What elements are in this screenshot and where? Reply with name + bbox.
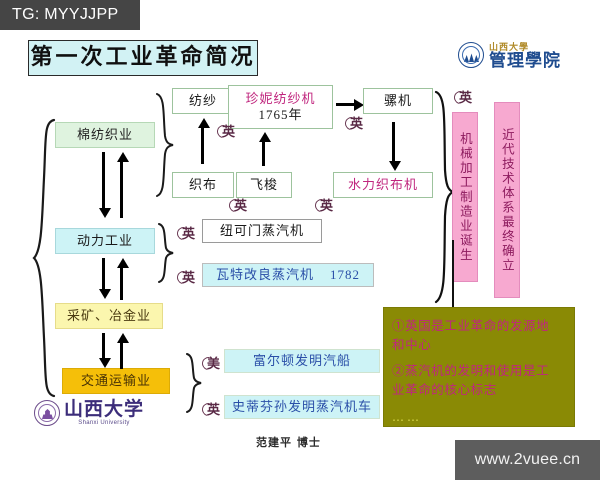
sector-mining: 采矿、冶金业 xyxy=(55,303,163,329)
conclusion-line-4: 业革命的核心标志 xyxy=(392,382,497,398)
arrow-mining-to-power xyxy=(120,266,123,300)
watt-engine-label: 瓦特改良蒸汽机 xyxy=(215,266,314,282)
arrow-weave-to-spin xyxy=(201,126,204,164)
sector-power: 动力工业 xyxy=(55,228,155,254)
stephenson-label: 史蒂芬孙发明蒸汽机车 xyxy=(231,398,372,414)
arrow-head-down-1 xyxy=(99,208,111,218)
box-spinning-jenny: 珍妮纺纱机 1765年 xyxy=(228,85,333,129)
shanxi-seal-icon xyxy=(34,400,60,426)
tag-strip: TG: MYYJJPP xyxy=(0,0,140,30)
box-water-loom: 水力织布机 xyxy=(333,172,433,198)
country-mark-shuttle: 英 xyxy=(234,199,248,214)
arrow-power-to-mining xyxy=(102,258,105,292)
arrow-head-up-5 xyxy=(259,132,271,142)
fulton-label: 富尔顿发明汽船 xyxy=(252,352,351,368)
arrow-head-up-3 xyxy=(117,333,129,343)
shanxi-university-cn: 山西大学 xyxy=(64,398,145,420)
arrow-shuttle-to-jenny xyxy=(262,140,265,166)
management-seal-icon xyxy=(458,42,484,68)
watermark: www.2vuee.cn xyxy=(455,440,600,480)
page-title: 第一次工业革命简况 xyxy=(28,40,258,76)
management-school-name: 管理學院 xyxy=(489,51,561,71)
box-watt-engine: 瓦特改良蒸汽机 1782 xyxy=(202,263,374,287)
shanxi-university-en: Shanxi University xyxy=(78,420,130,426)
brace-sectors-outer xyxy=(30,118,56,398)
spinning-jenny-name: 珍妮纺纱机 xyxy=(245,90,316,106)
country-mark-mule: 英 xyxy=(350,117,364,132)
arrow-head-right-1 xyxy=(354,99,364,111)
brace-power-branch xyxy=(157,222,175,284)
country-mark-newcomen: 英 xyxy=(182,227,196,242)
box-fulton-steamship: 富尔顿发明汽船 xyxy=(224,349,380,373)
arrow-cotton-to-power xyxy=(102,152,105,210)
outcome-machinery: 机械加工制造业诞生 xyxy=(452,112,478,282)
outcome-technical-system: 近代技术体系最终确立 xyxy=(494,102,520,298)
conclusion-panel: ①英国是工业革命的发源地 和中心 ②蒸汽机的发明和使用是工 业革命的核心标志 …… xyxy=(383,307,575,427)
arrow-mining-to-transport xyxy=(102,333,105,361)
sector-cotton: 棉纺织业 xyxy=(55,122,155,148)
conclusion-line-2: 和中心 xyxy=(392,337,432,353)
water-loom-label: 水力织布机 xyxy=(347,176,418,192)
arrow-mule-to-waterloom xyxy=(392,122,395,164)
box-newcomen-engine: 纽可门蒸汽机 xyxy=(202,219,322,243)
country-mark-watt: 英 xyxy=(182,271,196,286)
arrow-head-up-2 xyxy=(117,258,129,268)
arrow-transport-to-mining xyxy=(120,341,123,369)
shanxi-university-logo: 山西大学 Shanxi University xyxy=(34,400,144,426)
arrow-jenny-to-mule xyxy=(336,103,356,106)
country-mark-fulton: 美 xyxy=(207,357,221,372)
country-mark-outcomes: 英 xyxy=(459,91,473,106)
box-stephenson-locomotive: 史蒂芬孙发明蒸汽机车 xyxy=(224,395,380,419)
management-university-name: 山西大學 xyxy=(489,43,530,53)
connector-to-conclusion xyxy=(452,240,454,310)
arrow-head-down-4 xyxy=(389,161,401,171)
box-spinning: 纺纱 xyxy=(172,88,234,114)
box-flying-shuttle: 飞梭 xyxy=(236,172,292,198)
management-school-logo: 山西大學 管理學院 xyxy=(458,40,561,70)
author-credit: 范建平 博士 xyxy=(256,436,321,449)
sector-transport: 交通运输业 xyxy=(62,368,170,394)
spinning-jenny-year: 1765年 xyxy=(258,106,303,122)
country-mark-stephenson: 英 xyxy=(207,403,221,418)
arrow-power-to-cotton xyxy=(120,160,123,218)
arrow-head-down-2 xyxy=(99,289,111,299)
conclusion-dots: …… xyxy=(392,409,422,424)
watt-engine-year: 1782 xyxy=(330,266,360,282)
arrow-head-up-1 xyxy=(117,152,129,162)
brace-outcomes xyxy=(432,90,456,305)
conclusion-line-3: ②蒸汽机的发明和使用是工 xyxy=(392,362,550,378)
arrow-head-up-4 xyxy=(198,118,210,128)
brace-transport-branch xyxy=(185,352,203,414)
box-weaving: 织布 xyxy=(172,172,234,198)
country-mark-waterloom: 英 xyxy=(320,199,334,214)
arrow-head-down-3 xyxy=(99,358,111,368)
box-mule: 骡机 xyxy=(363,88,433,114)
conclusion-line-1: ①英国是工业革命的发源地 xyxy=(392,318,550,333)
country-mark-jenny: 英 xyxy=(222,125,236,140)
